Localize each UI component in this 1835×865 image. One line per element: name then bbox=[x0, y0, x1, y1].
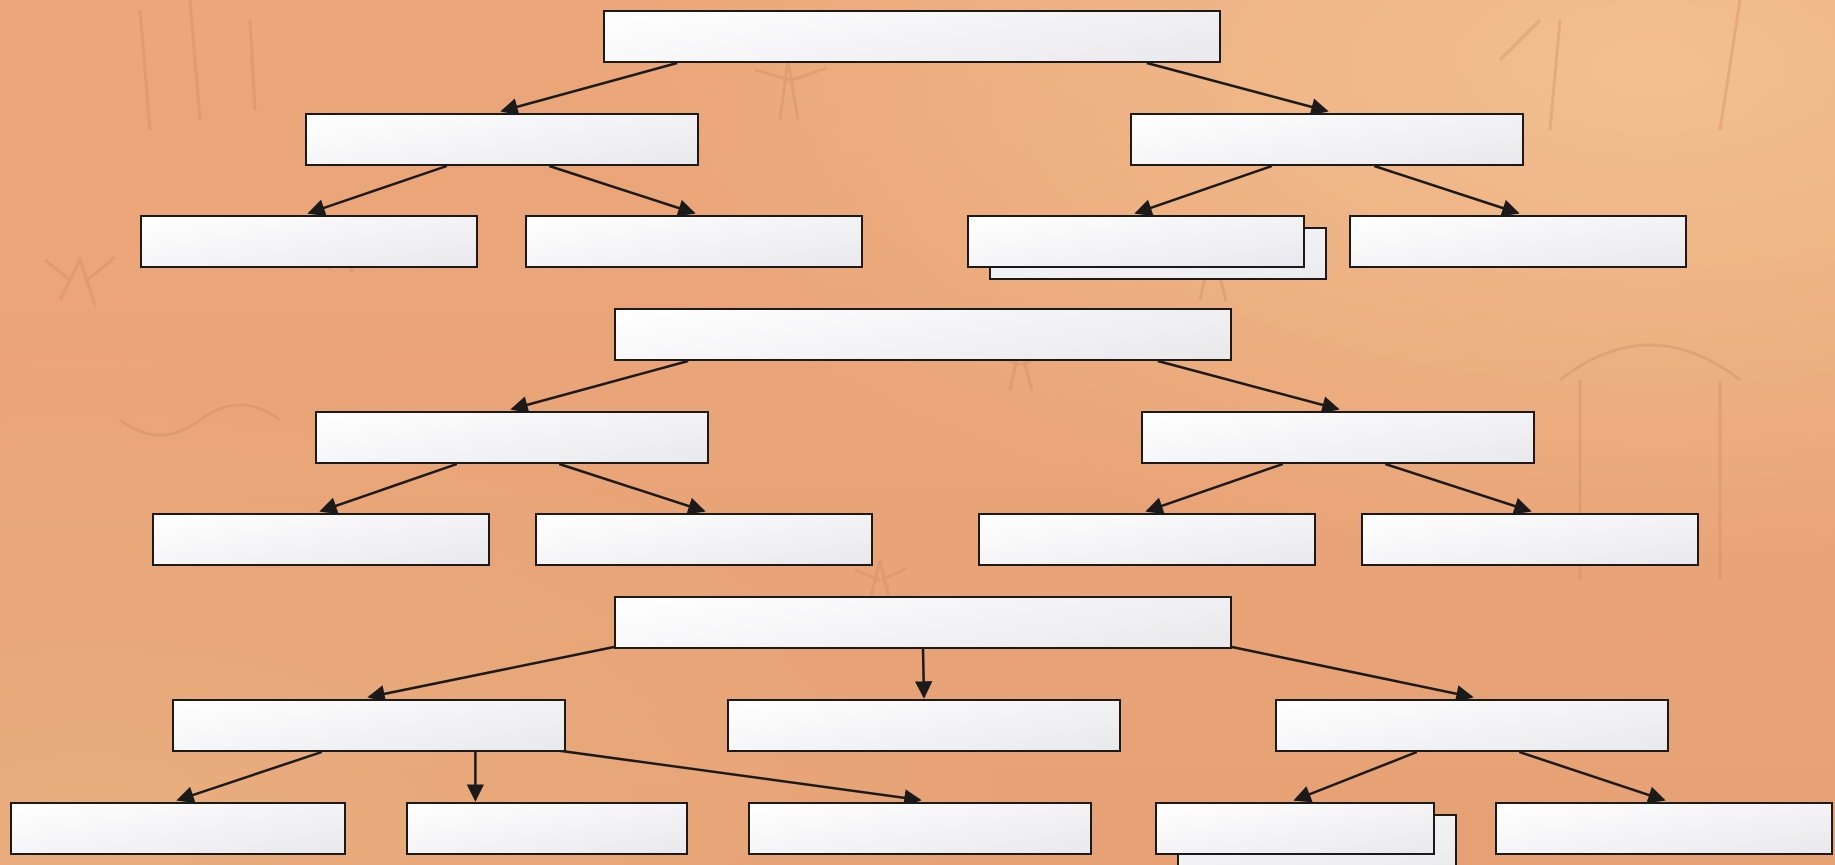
tree-3-branch-1-leaf-2-box bbox=[406, 802, 688, 855]
tree-3-arrow-to-branch-3 bbox=[1232, 647, 1472, 697]
tree-2-branch-1-arrow-to-leaf-1 bbox=[321, 464, 457, 511]
tree-3-branch-1-leaf-1-box bbox=[10, 802, 346, 855]
tree-1-branch-2-arrow-to-leaf-1 bbox=[1136, 166, 1272, 213]
tree-2-branch-2-arrow-to-leaf-2 bbox=[1385, 464, 1530, 511]
tree-1-branch-1-leaf-1-box bbox=[140, 215, 478, 268]
tree-2-branch-1-arrow-to-leaf-2 bbox=[559, 464, 704, 511]
tree-1-branch-1-leaf-2-box bbox=[525, 215, 863, 268]
tree-1-branch-1-box bbox=[305, 113, 699, 166]
tree-2-branch-2-arrow-to-leaf-1 bbox=[1147, 464, 1283, 511]
tree-2-branch-2-leaf-1-box bbox=[978, 513, 1316, 566]
tree-2-branch-1-leaf-1-box bbox=[152, 513, 490, 566]
tree-2-root-box bbox=[614, 308, 1232, 361]
tree-3-branch-3-arrow-to-leaf-1 bbox=[1295, 752, 1417, 800]
tree-3-branch-3-arrow-to-leaf-2 bbox=[1519, 752, 1664, 800]
tree-2-branch-1-leaf-2-box bbox=[535, 513, 873, 566]
tree-3-branch-1-box bbox=[172, 699, 566, 752]
tree-1-branch-2-leaf-1-box bbox=[967, 215, 1305, 268]
tree-2-arrow-to-branch-2 bbox=[1158, 361, 1338, 409]
tree-2-branch-2-leaf-2-box bbox=[1361, 513, 1699, 566]
tree-1-arrow-to-branch-1 bbox=[502, 63, 677, 111]
tree-3-branch-1-arrow-to-leaf-1 bbox=[178, 752, 322, 800]
tree-3-branch-3-box bbox=[1275, 699, 1669, 752]
tree-1-branch-2-arrow-to-leaf-2 bbox=[1374, 166, 1518, 213]
tree-3-branch-3-leaf-2-box bbox=[1495, 802, 1833, 855]
tree-3-branch-1-leaf-3-box bbox=[748, 802, 1092, 855]
tree-3-root-box bbox=[614, 596, 1232, 649]
tree-1-arrow-to-branch-2 bbox=[1147, 63, 1327, 111]
tree-2-arrow-to-branch-1 bbox=[512, 361, 688, 409]
tree-1-root-box bbox=[603, 10, 1221, 63]
tree-1-branch-1-arrow-to-leaf-1 bbox=[309, 166, 447, 213]
tree-2-branch-1-box bbox=[315, 411, 709, 464]
tree-3-branch-2-box bbox=[727, 699, 1121, 752]
tree-1-branch-2-leaf-2-box bbox=[1349, 215, 1687, 268]
tree-3-branch-3-leaf-1-box bbox=[1155, 802, 1435, 855]
tree-3-branch-1-arrow-to-leaf-3 bbox=[554, 750, 920, 800]
tree-2-branch-2-box bbox=[1141, 411, 1535, 464]
tree-3-arrow-to-branch-1 bbox=[369, 647, 614, 697]
tree-1-branch-1-arrow-to-leaf-2 bbox=[549, 166, 694, 213]
tree-3-arrow-to-branch-2 bbox=[923, 649, 924, 697]
tree-1-branch-2-box bbox=[1130, 113, 1524, 166]
